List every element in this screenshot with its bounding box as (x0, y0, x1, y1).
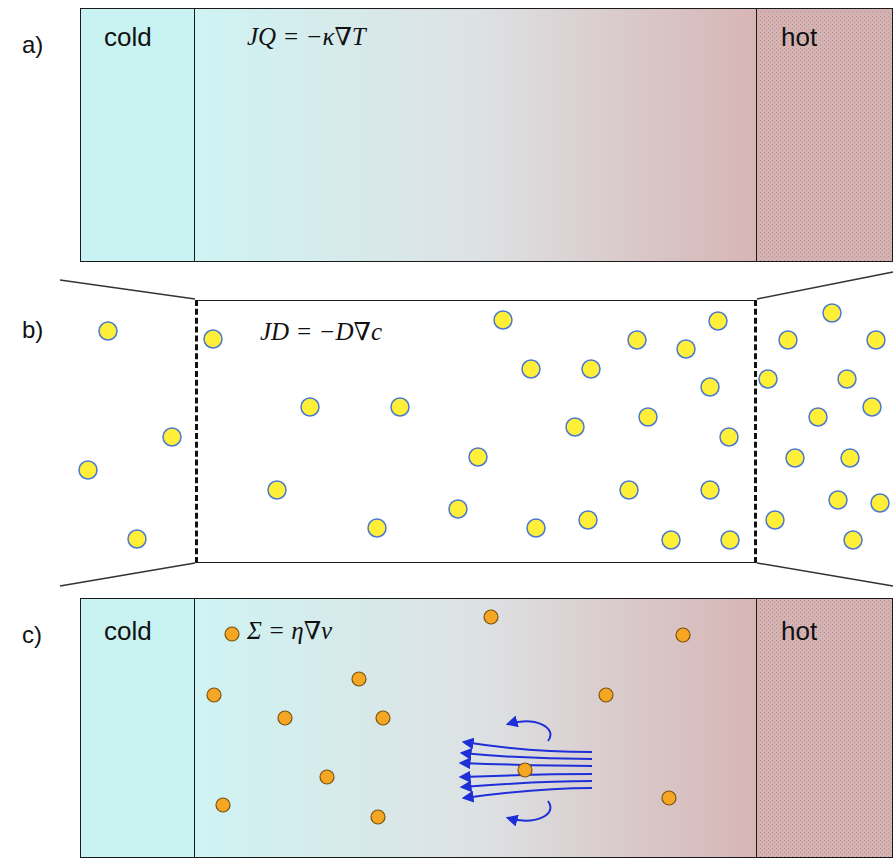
particle (759, 370, 777, 388)
particle (449, 500, 467, 518)
cold-band (80, 8, 195, 262)
particle (639, 408, 657, 426)
colloid-particle (216, 798, 230, 812)
particle (677, 340, 695, 358)
particle (838, 370, 856, 388)
colloid-particle (676, 628, 690, 642)
particle (527, 519, 545, 537)
region-label: hot (781, 616, 817, 647)
zoom-line (757, 563, 893, 586)
region-label: cold (104, 616, 152, 647)
cold-band (80, 598, 195, 858)
streamline-curl (508, 721, 550, 741)
particle (579, 511, 597, 529)
streamline (462, 753, 592, 759)
streamline-curl (508, 801, 550, 821)
colloid-particle (484, 610, 498, 624)
zoom-line (60, 280, 195, 299)
flux-equation: Σ = η∇v (247, 616, 332, 646)
colloid-particle (371, 810, 385, 824)
particle (204, 330, 222, 348)
hot-band (756, 8, 893, 262)
streamline (464, 742, 592, 752)
particle (863, 398, 881, 416)
panel-label: c) (22, 621, 42, 650)
colloid-particle (376, 711, 390, 725)
particle (128, 530, 146, 548)
particle (582, 360, 600, 378)
gradient-band (195, 598, 756, 858)
zoom-line (757, 272, 893, 299)
particle (268, 481, 286, 499)
region-band: Σ = η∇v (195, 598, 756, 858)
region-label: cold (104, 22, 152, 53)
particle (163, 428, 181, 446)
particle (566, 418, 584, 436)
zoom-line (60, 563, 195, 586)
streamline (462, 781, 592, 787)
region-band: cold (80, 598, 195, 858)
hot-band (756, 598, 893, 858)
particle (809, 408, 827, 426)
gradient-band (195, 8, 756, 262)
colloid-particle (225, 627, 239, 641)
region-label: hot (781, 22, 817, 53)
particles (79, 304, 889, 549)
streamline (464, 788, 592, 798)
particle (620, 481, 638, 499)
colloid-particle (352, 672, 366, 686)
colloid-particle (207, 688, 221, 702)
particles (207, 610, 690, 824)
particle (368, 519, 386, 537)
zoom-lines (60, 272, 893, 586)
particle (522, 360, 540, 378)
colloid-particle (320, 770, 334, 784)
flux-equation: JQ = −κ∇T (247, 22, 366, 52)
particle (766, 511, 784, 529)
zoom-window: JD = −D∇c (195, 300, 757, 563)
particle (720, 428, 738, 446)
panel-label: b) (22, 316, 43, 345)
particle (844, 531, 862, 549)
particle (823, 304, 841, 322)
particle (841, 449, 859, 467)
panel-label: a) (22, 31, 43, 60)
region-band: cold (80, 8, 195, 262)
particle (721, 531, 739, 549)
region-band: hot (756, 8, 893, 262)
particle (871, 494, 889, 512)
particle (662, 531, 680, 549)
particle (301, 398, 319, 416)
particle (79, 461, 97, 479)
colloid-particle (278, 711, 292, 725)
colloid-particle (518, 763, 532, 777)
colloid-particle (662, 791, 676, 805)
streamlines (461, 721, 592, 820)
particle (469, 448, 487, 466)
particle (867, 331, 885, 349)
particle (709, 312, 727, 330)
colloid-particle (599, 688, 613, 702)
particle (391, 398, 409, 416)
region-band: JQ = −κ∇T (195, 8, 756, 262)
particle (786, 449, 804, 467)
particle (779, 331, 797, 349)
particle (628, 331, 646, 349)
particle (701, 481, 719, 499)
particle (99, 322, 117, 340)
particle (829, 491, 847, 509)
flux-equation: JD = −D∇c (260, 317, 382, 347)
region-band: hot (756, 598, 893, 858)
particle (494, 311, 512, 329)
particle (701, 378, 719, 396)
